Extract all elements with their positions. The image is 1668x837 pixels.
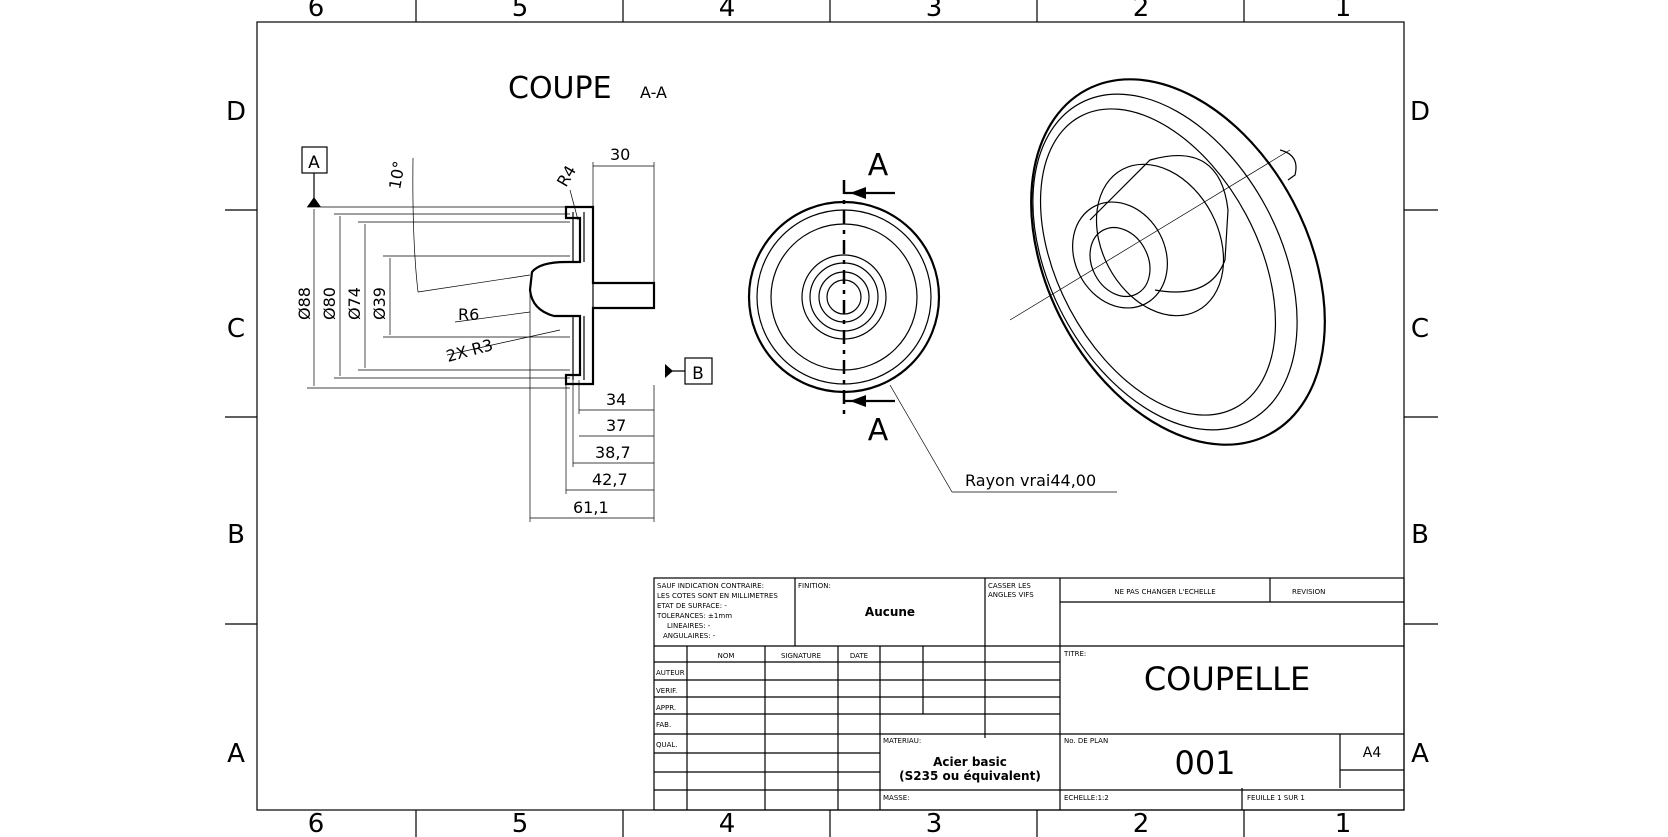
- materiau-value: Acier basic: [933, 755, 1007, 769]
- row-label-right: A: [1411, 739, 1429, 769]
- casser-label: ANGLES VIFS: [988, 591, 1034, 599]
- row-label-left: B: [227, 520, 245, 550]
- section-title: COUPE: [508, 71, 612, 106]
- role-label: FAB.: [656, 721, 671, 729]
- col-nom: NOM: [718, 652, 735, 660]
- plan-value: 001: [1174, 744, 1235, 782]
- col-label-bottom: 1: [1335, 809, 1352, 837]
- role-label: QUAL.: [656, 741, 678, 749]
- datum-a-triangle: [307, 197, 321, 207]
- dim-r3: 2X R3: [444, 335, 495, 366]
- radius-note: Rayon vrai44,00: [965, 471, 1096, 490]
- dim-r4: R4: [553, 162, 580, 190]
- col-signature: SIGNATURE: [781, 652, 821, 660]
- dim-l38: 38,7: [595, 443, 631, 462]
- col-label-top: 3: [926, 0, 943, 23]
- section-title-suffix: A-A: [640, 83, 667, 102]
- no-scale-label: NE PAS CHANGER L'ECHELLE: [1114, 588, 1215, 596]
- masse-label: MASSE:: [883, 794, 910, 802]
- note-line: LES COTES SONT EN MILLIMETRES: [657, 592, 778, 600]
- cut-label-bottom: A: [868, 413, 889, 448]
- section-view: COUPE A-A A B: [295, 71, 713, 522]
- role-label: VERIF.: [656, 687, 677, 695]
- col-label-top: 2: [1133, 0, 1150, 23]
- row-label-left: C: [227, 314, 245, 344]
- dim-l42: 42,7: [592, 470, 628, 489]
- titre-value: COUPELLE: [1144, 660, 1310, 698]
- note-line: LINEAIRES: -: [667, 622, 711, 630]
- datum-b-label: B: [692, 364, 704, 384]
- col-label-top: 5: [512, 0, 529, 23]
- title-block: SAUF INDICATION CONTRAIRE: LES COTES SON…: [653, 577, 1405, 811]
- dim-d74: Ø74: [345, 287, 364, 320]
- sheet-border: [225, 0, 1438, 837]
- col-date: DATE: [850, 652, 868, 660]
- dim-d39: Ø39: [370, 287, 389, 320]
- row-label-right: C: [1411, 314, 1429, 344]
- note-line: ETAT DE SURFACE: -: [657, 602, 727, 610]
- finition-label: FINITION:: [798, 582, 831, 590]
- role-label: AUTEUR: [656, 669, 685, 677]
- materiau-value: (S235 ou équivalent): [899, 769, 1041, 783]
- dim-l61: 61,1: [573, 498, 609, 517]
- dim-r6: R6: [458, 305, 479, 324]
- dim-angle: 10°: [385, 159, 409, 190]
- revision-label: REVISION: [1292, 588, 1325, 596]
- datum-b-triangle: [665, 364, 673, 378]
- datum-a-label: A: [308, 153, 320, 173]
- note-line: ANGULAIRES: -: [663, 632, 716, 640]
- titre-label: TITRE:: [1063, 650, 1086, 658]
- col-label-top: 1: [1335, 0, 1352, 23]
- echelle-label: ECHELLE:1:2: [1064, 794, 1109, 802]
- format-value: A4: [1363, 745, 1382, 761]
- row-label-left: A: [227, 739, 245, 769]
- row-label-left: D: [226, 97, 246, 127]
- isometric-view: [1009, 78, 1326, 446]
- materiau-label: MATERIAU:: [883, 737, 921, 745]
- col-label-bottom: 5: [512, 809, 529, 837]
- row-label-right: D: [1410, 97, 1430, 127]
- dim-l30: 30: [610, 145, 630, 164]
- col-label-bottom: 6: [308, 809, 325, 837]
- col-label-top: 6: [308, 0, 325, 23]
- col-label-bottom: 4: [719, 809, 736, 837]
- casser-label: CASSER LES: [988, 582, 1031, 590]
- dim-l37: 37: [606, 416, 626, 435]
- row-label-right: B: [1411, 520, 1429, 550]
- dim-d88: Ø88: [295, 287, 314, 320]
- col-label-top: 4: [719, 0, 736, 23]
- dim-l34: 34: [606, 390, 626, 409]
- role-label: APPR.: [656, 704, 676, 712]
- finition-value: Aucune: [865, 605, 915, 619]
- note-line: TOLERANCES: ±1mm: [656, 612, 732, 620]
- cut-label-top: A: [868, 148, 889, 183]
- col-label-bottom: 2: [1133, 809, 1150, 837]
- col-label-bottom: 3: [926, 809, 943, 837]
- part-section-outline: [528, 205, 656, 386]
- dim-d80: Ø80: [320, 287, 339, 320]
- note-line: SAUF INDICATION CONTRAIRE:: [657, 582, 764, 590]
- plan-label: No. DE PLAN: [1064, 737, 1108, 745]
- feuille-label: FEUILLE 1 SUR 1: [1247, 794, 1305, 802]
- zone-labels: 6 5 4 3 2 1 6 5 4 3 2 1 D C B A D C B A: [226, 0, 1430, 837]
- front-view: A A Rayon vrai44,00: [747, 148, 1117, 493]
